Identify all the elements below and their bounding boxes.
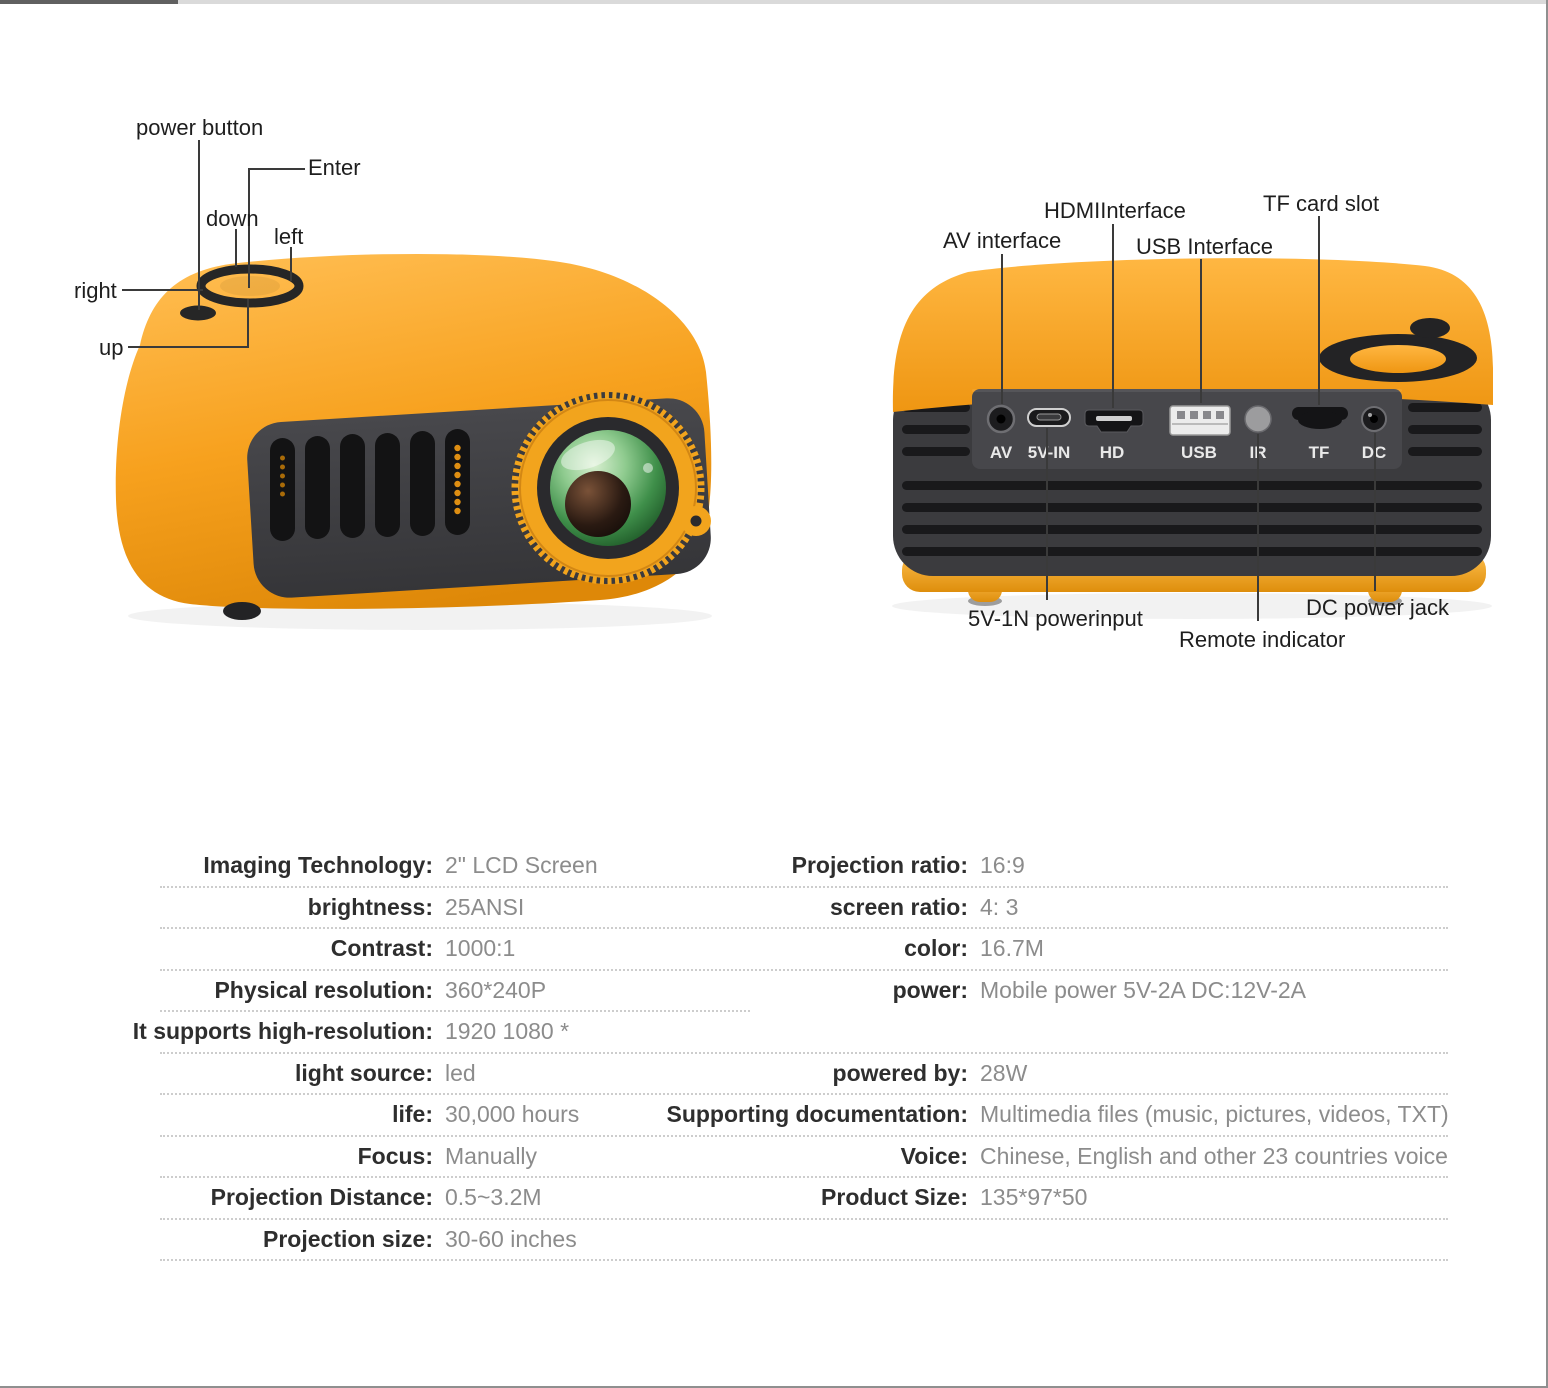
- spec-row: Projection size: 30-60 inches: [0, 1219, 1548, 1261]
- right-edge-line: [1546, 0, 1548, 1388]
- back-shadow: [892, 593, 1492, 619]
- spec-value: 0.5~3.2M: [445, 1184, 542, 1211]
- spec-row: Contrast: 1000:1 color: 16.7M: [0, 928, 1548, 970]
- projector-front-illustration: [115, 253, 712, 630]
- spec-value: led: [445, 1059, 476, 1086]
- up-line: [128, 299, 249, 348]
- spec-row: brightness: 25ANSI screen ratio: 4: 3: [0, 887, 1548, 929]
- 5v-in-port-label: 5V-IN: [1028, 443, 1071, 462]
- spec-value: Chinese, English and other 23 countries …: [980, 1142, 1448, 1169]
- spec-value: 360*240P: [445, 976, 547, 1003]
- spec-label: screen ratio:: [829, 893, 968, 920]
- hdmi-port: [1084, 409, 1144, 433]
- callout-usb-interface: USB Interface: [1136, 234, 1273, 259]
- spec-value: 135*97*50: [980, 1184, 1088, 1211]
- spec-label: Supporting documentation:: [666, 1101, 968, 1128]
- callout-hdmi-interface: HDMIInterface: [1044, 198, 1186, 223]
- back-power-button-icon: [1410, 318, 1450, 338]
- tf-slot: [1292, 407, 1348, 429]
- usb-port-label: USB: [1181, 443, 1217, 462]
- spec-label: Product Size:: [821, 1184, 968, 1211]
- usb-port: [1169, 405, 1231, 436]
- spec-row: Projection Distance: 0.5~3.2M Product Si…: [0, 1177, 1548, 1219]
- ir-sensor: [1244, 405, 1272, 433]
- spec-row: Imaging Technology: 2" LCD Screen Projec…: [0, 845, 1548, 887]
- spec-value: 4: 3: [980, 893, 1019, 920]
- spec-value: 1920 1080 *: [445, 1018, 570, 1045]
- callout-right: right: [74, 278, 117, 303]
- spec-label: Imaging Technology:: [203, 852, 433, 879]
- spec-label: Voice:: [900, 1142, 968, 1169]
- callout-left: left: [274, 224, 304, 249]
- usb-5v-in-port: [1027, 408, 1071, 427]
- lens: [511, 391, 711, 585]
- spec-value: 30-60 inches: [445, 1225, 577, 1252]
- callout-up: up: [99, 335, 124, 360]
- hd-port-label: HD: [1100, 443, 1125, 462]
- callout-enter: Enter: [308, 155, 361, 180]
- spec-row: light source: led powered by: 28W: [0, 1053, 1548, 1095]
- spec-label: Projection Distance:: [210, 1184, 433, 1211]
- callout-power-button: power button: [136, 115, 264, 140]
- av-port-label: AV: [990, 443, 1013, 462]
- spec-value: Multimedia files (music, pictures, video…: [980, 1101, 1449, 1128]
- spec-table: Imaging Technology: 2" LCD Screen Projec…: [0, 845, 1548, 1261]
- spec-label: powered by:: [832, 1059, 968, 1086]
- spec-row: It supports high-resolution: 1920 1080 *: [0, 1011, 1548, 1053]
- callout-down: down: [206, 206, 259, 231]
- callout-lines: [122, 140, 1376, 621]
- front-foot: [223, 602, 261, 620]
- av-port: [986, 404, 1016, 434]
- spec-value: Mobile power 5V-2A DC:12V-2A: [980, 976, 1307, 1003]
- spec-label: light source:: [294, 1059, 433, 1086]
- back-nav-ring: [1319, 318, 1477, 382]
- enter-line: [248, 168, 305, 288]
- spec-label: Focus:: [357, 1142, 433, 1169]
- spec-label: Projection size:: [263, 1225, 433, 1252]
- spec-value: 30,000 hours: [445, 1101, 580, 1128]
- front-vents: [270, 429, 470, 541]
- spec-label: Physical resolution:: [214, 976, 433, 1003]
- front-shadow: [128, 602, 712, 630]
- callout-av-interface: AV interface: [943, 228, 1062, 253]
- spec-label: Contrast:: [330, 935, 433, 962]
- spec-value: 28W: [980, 1059, 1028, 1086]
- spec-row: life: 30,000 hours Supporting documentat…: [0, 1094, 1548, 1136]
- top-edge-bar-dark-segment: [0, 0, 178, 4]
- tf-port-label: TF: [1309, 443, 1330, 462]
- callout-power-input: 5V-1N powerinput: [968, 606, 1143, 631]
- callout-dc-power-jack: DC power jack: [1306, 595, 1450, 620]
- power-button-icon: [180, 305, 216, 321]
- callout-remote-indicator: Remote indicator: [1179, 627, 1346, 652]
- projector-back-illustration: AV 5V-IN HD USB IR TF DC: [892, 258, 1493, 619]
- spec-label: Projection ratio:: [791, 852, 968, 879]
- bottom-edge-line: [0, 1386, 1548, 1388]
- spec-value: Manually: [445, 1142, 538, 1169]
- spec-label: color:: [904, 935, 968, 962]
- spec-label: It supports high-resolution:: [132, 1018, 433, 1045]
- callout-tf-card-slot: TF card slot: [1263, 191, 1380, 216]
- spec-value: 25ANSI: [445, 893, 525, 920]
- dc-port: [1361, 406, 1387, 432]
- spec-label: brightness:: [307, 893, 433, 920]
- spec-value: 2" LCD Screen: [445, 852, 598, 879]
- spec-value: 16.7M: [980, 935, 1044, 962]
- spec-label: power:: [892, 976, 968, 1003]
- spec-label: life:: [392, 1101, 433, 1128]
- top-edge-bar: [0, 0, 1548, 4]
- spec-row: Focus: Manually Voice: Chinese, English …: [0, 1136, 1548, 1178]
- spec-row: Physical resolution: 360*240P power: Mob…: [0, 970, 1548, 1012]
- spec-value: 16:9: [980, 852, 1025, 879]
- spec-value: 1000:1: [445, 935, 516, 962]
